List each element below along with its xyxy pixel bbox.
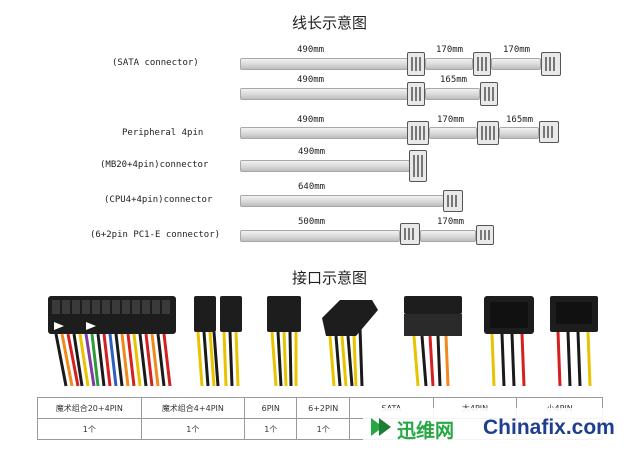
watermark-brand-en: Chinafix.com [483,416,615,439]
cpu-8pin-connector-icon [443,190,463,212]
cable-label-cpu: (CPU4+4pin)connector [104,195,213,205]
sata-power-connector-icon [404,296,462,387]
wire-length-title: 线长示意图 [292,14,368,32]
length-label: 170mm [437,115,465,125]
cable-segment [240,88,408,100]
cpu-8pin-connector-icon [194,296,242,387]
cable-label-sata: (SATA connector) [112,58,199,68]
table-cell: 1个 [37,418,142,440]
pcie-8pin-connector-icon [476,225,494,245]
length-label: 490mm [297,45,325,55]
cable-segment [240,127,408,139]
wire-length-diagram: (SATA connector) 490mm 170mm 170mm 490mm… [90,45,561,245]
watermark-brand-cn: 迅维网 [397,420,455,442]
interface-title: 接口示意图 [292,269,368,287]
cable-segment [491,58,541,70]
cable-segment [429,127,477,139]
length-label: 500mm [298,217,326,227]
table-cell: 6+2PIN [296,397,350,419]
cable-segment [240,230,400,242]
sata-connector-icon [407,82,425,106]
cable-segment [420,230,476,242]
cable-label-mb: (MB20+4pin)connector [100,160,209,170]
atx-24pin-connector-icon [48,296,176,387]
length-label: 640mm [298,182,326,192]
length-label: 170mm [436,45,464,55]
atx-24pin-connector-icon [409,150,427,182]
pcie-8pin-connector-icon [322,300,378,387]
cable-label-pcie: (6+2pin PC1-E connector) [90,230,221,240]
molex-connector-icon [484,296,534,387]
brand-logo-icon [369,416,391,438]
sata-connector-icon [541,52,561,76]
floppy-connector-icon [550,296,598,387]
length-label: 165mm [440,75,468,85]
cable-label-peripheral: Peripheral 4pin [122,128,204,138]
length-label: 490mm [298,147,326,157]
length-label: 170mm [503,45,531,55]
cable-segment [499,127,539,139]
cable-segment [425,88,480,100]
connector-illustrations [48,296,598,387]
length-label: 490mm [297,115,325,125]
table-cell: 1个 [140,418,246,440]
cable-segment [425,58,473,70]
sata-connector-icon [480,82,498,106]
sata-connector-icon [473,52,491,76]
molex-connector-icon [407,121,429,145]
table-cell: 1个 [244,418,298,440]
sata-connector-icon [407,52,425,76]
length-label: 165mm [506,115,534,125]
table-cell: 魔术组合20+4PIN [37,397,142,419]
pcie-6pin-connector-icon [267,296,301,387]
length-label: 490mm [297,75,325,85]
watermark: 迅维网 Chinafix.com [363,408,640,452]
molex-connector-icon [477,121,499,145]
length-label: 170mm [437,217,465,227]
table-cell: 1个 [296,418,350,440]
cable-segment [240,58,408,70]
pcie-8pin-connector-icon [400,223,420,245]
cable-segment [240,195,444,207]
cable-segment [240,160,410,172]
table-cell: 6PIN [244,397,298,419]
floppy-connector-icon [539,121,559,143]
table-cell: 魔术组合4+4PIN [140,397,246,419]
